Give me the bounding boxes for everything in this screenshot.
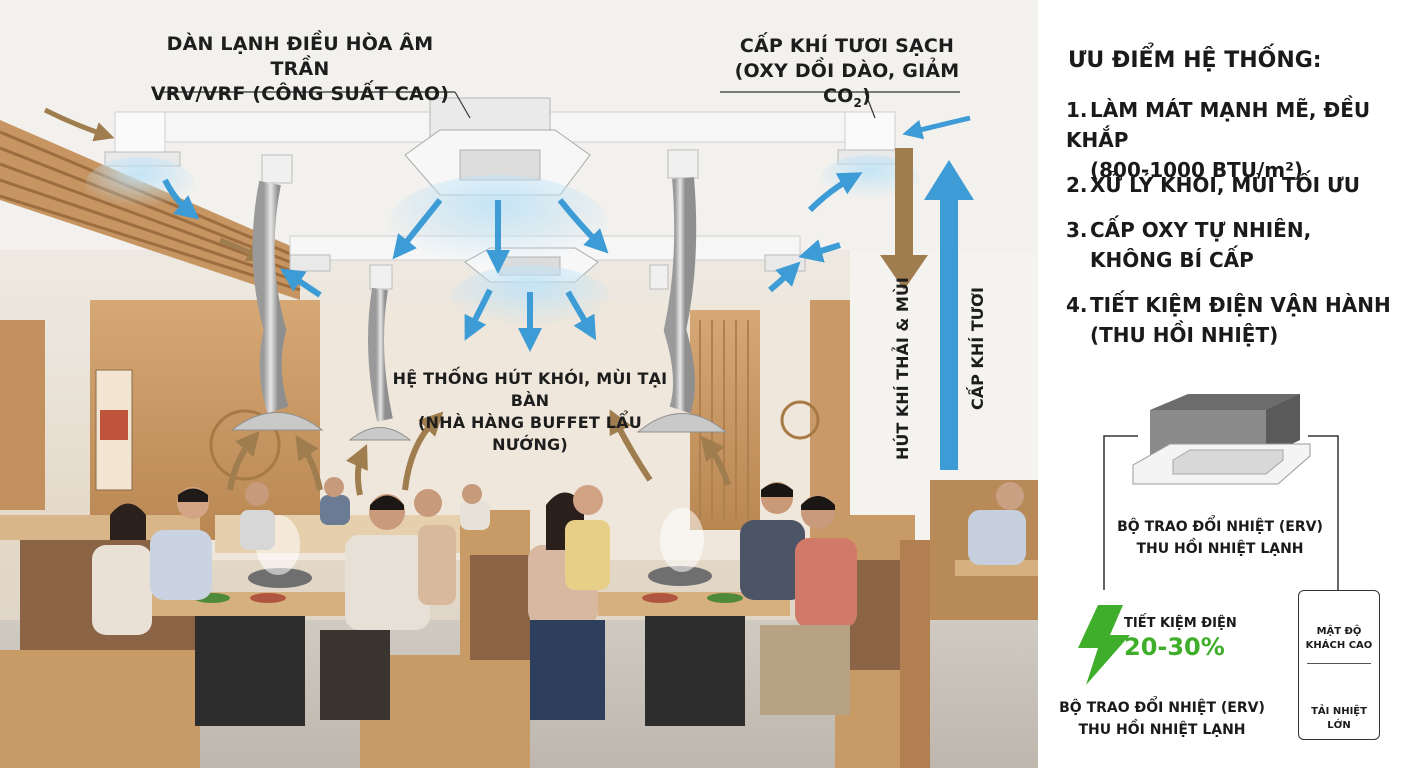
dining-tables (135, 560, 1038, 726)
smoke-hood-1 (230, 154, 324, 431)
exhaust-vertical-label: HÚT KHÍ THẢI & MÙI (893, 277, 912, 460)
badge-heat-text: TẢI NHIỆT LỚN (1311, 706, 1367, 731)
booth-seats (0, 510, 930, 768)
fresh-air-label: CẤP KHÍ TƯƠI SẠCH (OXY DỒI DÀO, GIẢM CO2… (734, 35, 960, 110)
erv-diagram (1078, 394, 1359, 685)
lightning-bolt-icon (1078, 605, 1130, 685)
benefit-item-1: 1.LÀM MÁT MẠNH MẼ, ĐỀU KHẮP (800-1000 BT… (1066, 98, 1371, 182)
restaurant-scene: DÀN LẠNH ĐIỀU HÒA ÂM TRẦN VRV/VRF (CÔNG … (0, 0, 1038, 768)
diners (92, 477, 1026, 720)
wall-logo-left (209, 409, 281, 481)
benefit-item-2: 2.XỬ LÝ KHÓI, MÙI TỐI ƯU (1066, 173, 1360, 197)
panel-title: ƯU ĐIỂM HỆ THỐNG: (1068, 48, 1322, 73)
smoke-arrows (227, 409, 731, 496)
smoke-hood-4 (649, 264, 669, 500)
energy-saving: TIẾT KIỆM ĐIỆN 20-30% (1124, 616, 1237, 661)
erv-label-top: BỘ TRAO ĐỔI NHIỆT (ERV) THU HỒI NHIỆT LẠ… (1117, 519, 1323, 557)
smoke-extraction-label: HỆ THỐNG HÚT KHÓI, MÙI TẠI BÀN (NHÀ HÀNG… (392, 369, 668, 454)
cassette-ac-icon (1132, 394, 1311, 485)
load-badge: MẬT ĐỘ KHÁCH CAO TẢI NHIỆT LỚN (1298, 590, 1380, 740)
benefit-item-3: 3.CẤP OXY TỰ NHIÊN, KHÔNG BÍ CẤP (1066, 218, 1312, 272)
fresh-air-vertical-arrow (924, 160, 974, 470)
fresh-air-vertical-label: CẤP KHÍ TƯƠI (968, 287, 987, 410)
benefit-item-4: 4.TIẾT KIỆM ĐIỆN VẬN HÀNH (THU HỒI NHIỆT… (1066, 293, 1391, 347)
badge-crowd-text: MẬT ĐỘ KHÁCH CAO (1305, 626, 1373, 651)
indoor-unit-label: DÀN LẠNH ĐIỀU HÒA ÂM TRẦN VRV/VRF (CÔNG … (150, 33, 450, 105)
smoke-hood-2 (348, 264, 412, 441)
cool-air-arrows (162, 172, 863, 352)
badge-divider (1307, 663, 1371, 664)
saving-value: 20-30% (1124, 633, 1225, 661)
saving-label: TIẾT KIỆM ĐIỆN (1124, 616, 1237, 631)
scene-illustration (0, 0, 1038, 768)
exhaust-vertical-arrow (880, 148, 928, 290)
erv-label-bottom: BỘ TRAO ĐỔI NHIỆT (ERV) THU HỒI NHIỆT LẠ… (1059, 700, 1265, 738)
wall-logo-right (780, 400, 820, 440)
